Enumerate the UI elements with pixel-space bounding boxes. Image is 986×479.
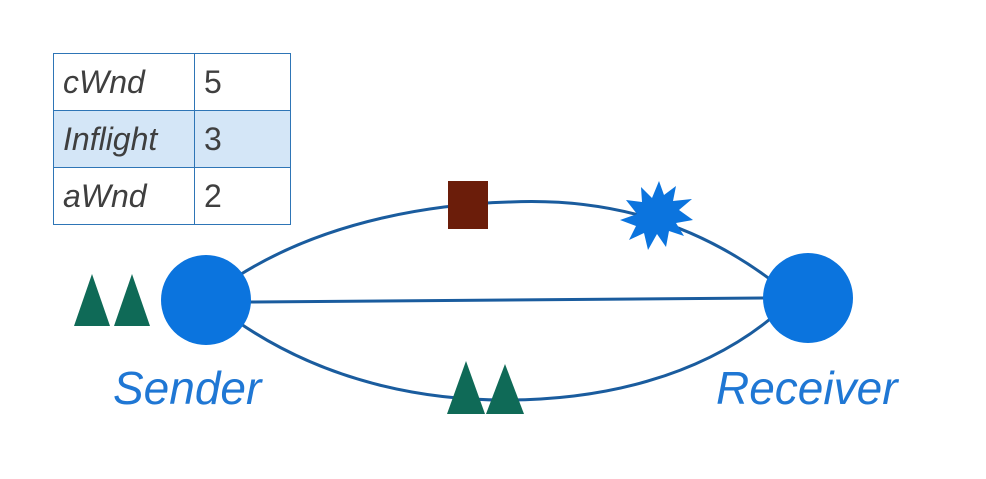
table-row-cwnd: cWnd 5 — [53, 53, 291, 111]
awnd-label: aWnd — [53, 167, 195, 225]
table-row-inflight: Inflight 3 — [53, 110, 291, 168]
upper-link — [237, 200, 776, 285]
receiver-node — [763, 253, 853, 343]
packet-loss-icon — [620, 181, 693, 250]
table-row-awnd: aWnd 2 — [53, 167, 291, 225]
inflight-value: 3 — [194, 110, 291, 168]
data-packet-icon — [448, 181, 488, 229]
sender-node — [161, 255, 251, 345]
sender-label: Sender — [113, 362, 262, 414]
ack-icon — [486, 364, 524, 414]
ack-icon — [447, 361, 485, 414]
ack-icon — [114, 274, 150, 326]
cwnd-label: cWnd — [53, 53, 195, 111]
inflight-label: Inflight — [53, 110, 195, 168]
awnd-value: 2 — [194, 167, 291, 225]
receiver-label: Receiver — [716, 362, 898, 414]
congestion-window-table: cWnd 5 Inflight 3 aWnd 2 — [53, 53, 291, 225]
middle-link — [249, 296, 766, 304]
ack-icon — [74, 274, 110, 326]
cwnd-value: 5 — [194, 53, 291, 111]
